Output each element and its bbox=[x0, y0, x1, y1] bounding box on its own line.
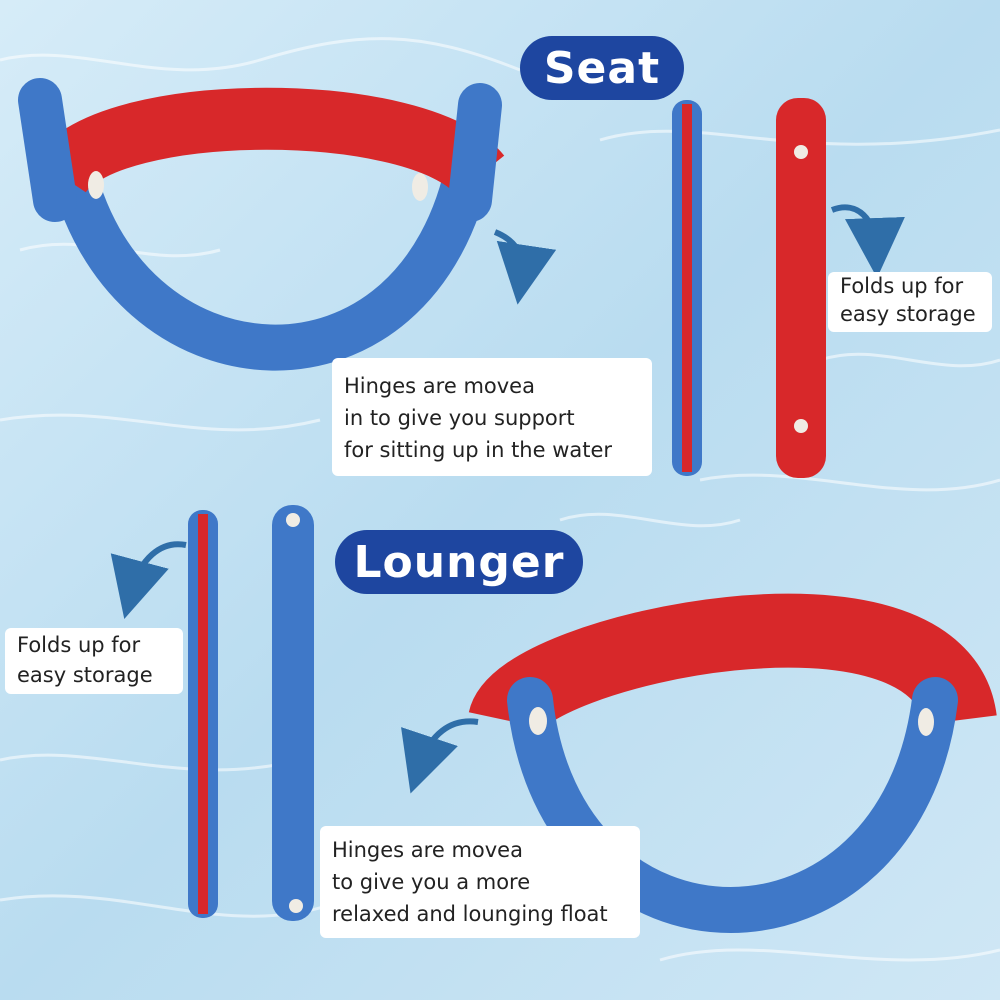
lounger-fold-arrow bbox=[110, 541, 187, 619]
caption-line: relaxed and lounging float bbox=[332, 902, 608, 926]
lounger-label: Lounger bbox=[335, 530, 583, 594]
caption-line: Hinges are movea bbox=[344, 374, 535, 398]
lounger-hinge-caption: Hinges are movea to give you a more rela… bbox=[320, 826, 640, 938]
caption-line: easy storage bbox=[17, 663, 153, 687]
seat-hinge-arrow bbox=[493, 229, 557, 305]
caption-line: easy storage bbox=[840, 302, 976, 326]
water-ripples bbox=[0, 37, 1000, 962]
seat-fold-arrow bbox=[830, 204, 905, 278]
caption-line: Hinges are movea bbox=[332, 838, 523, 862]
lounger-folded-front-view bbox=[272, 505, 314, 921]
seat-hinge-caption: Hinges are movea in to give you support … bbox=[332, 358, 652, 476]
seat-label: Seat bbox=[520, 36, 684, 100]
caption-line: Folds up for bbox=[17, 633, 141, 657]
caption-line: to give you a more bbox=[332, 870, 531, 894]
seat-folded-front-view bbox=[776, 98, 826, 478]
seat-fold-caption: Folds up for easy storage bbox=[828, 272, 992, 332]
lounger-fold-caption: Folds up for easy storage bbox=[5, 628, 183, 694]
lounger-float bbox=[468, 593, 997, 933]
caption-line: in to give you support bbox=[344, 406, 575, 430]
lounger-hinge-arrow bbox=[401, 718, 479, 794]
seat-float bbox=[18, 78, 505, 371]
caption-line: for sitting up in the water bbox=[344, 438, 613, 462]
caption-line: Folds up for bbox=[840, 274, 964, 298]
